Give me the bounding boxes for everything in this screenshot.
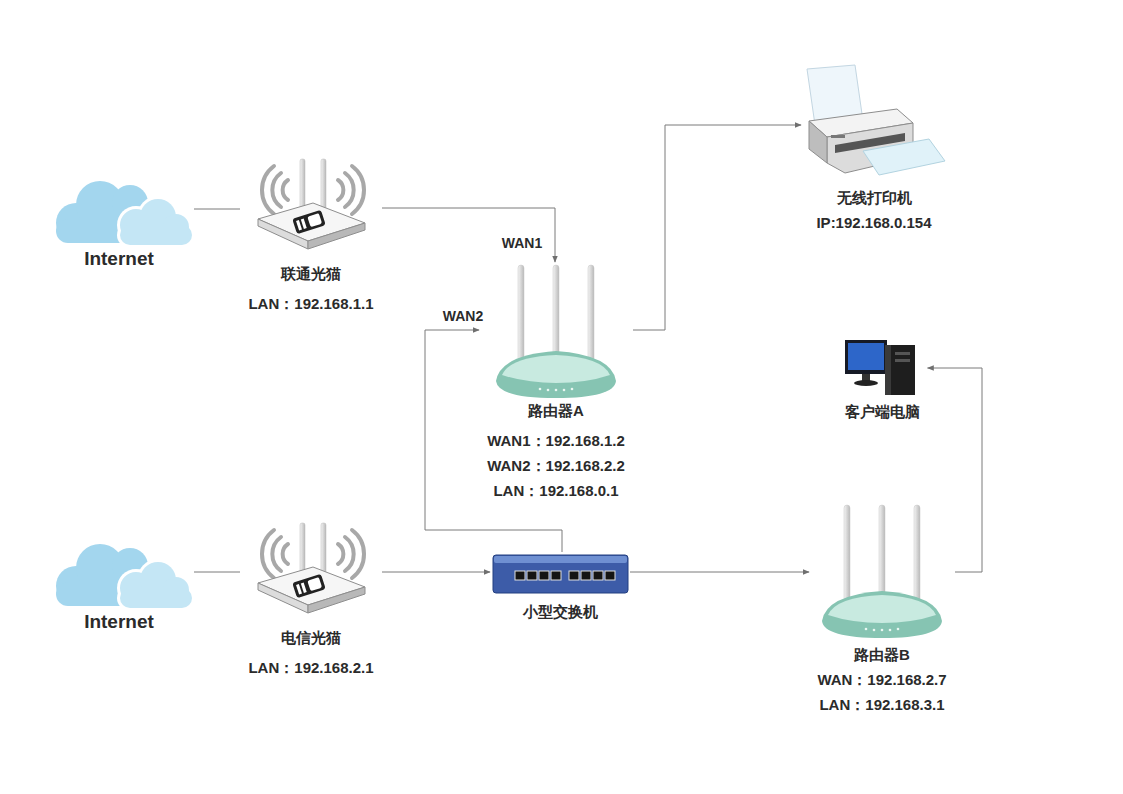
device-name: 无线打印机	[837, 188, 912, 207]
connector-line	[633, 125, 801, 330]
modem-icon	[258, 523, 365, 613]
device-name: 路由器B	[854, 645, 910, 664]
ip-address: LAN：192.168.3.1	[819, 695, 944, 714]
device-name: 路由器A	[528, 401, 584, 420]
printer-node: 无线打印机 IP:192.168.0.154	[801, 62, 947, 236]
computer-node: 客户端电脑	[837, 335, 928, 425]
ip-address: LAN：192.168.0.1	[493, 481, 618, 500]
cloud-icon	[56, 181, 195, 248]
device-name: 电信光猫	[281, 628, 341, 647]
router-node: 路由器A WAN1：192.168.1.2WAN2：192.168.2.2LAN：…	[479, 262, 633, 504]
device-name: 联通光猫	[281, 264, 341, 283]
device-name: 客户端电脑	[845, 402, 920, 421]
switch-icon	[493, 555, 628, 593]
connector-line	[928, 368, 983, 572]
cloud-node: Internet	[44, 535, 194, 637]
cloud-icon	[56, 544, 195, 611]
router-node: 路由器B WAN：192.168.2.7LAN：192.168.3.1	[809, 502, 955, 718]
device-name: Internet	[84, 247, 154, 270]
port-label: WAN2	[441, 308, 485, 324]
ip-address: WAN1：192.168.1.2	[487, 431, 625, 450]
router-icon	[822, 505, 942, 638]
connector-line	[194, 572, 240, 573]
modem-node: 电信光猫 LAN：192.168.2.1	[240, 516, 382, 681]
ip-address: WAN2：192.168.2.2	[487, 456, 625, 475]
modem-node: 联通光猫 LAN：192.168.1.1	[240, 152, 382, 317]
connector-line	[194, 209, 240, 210]
computer-icon	[845, 340, 915, 395]
switch-node: 小型交换机	[490, 552, 630, 625]
ip-address: WAN：192.168.2.7	[817, 670, 946, 689]
ip-address: LAN：192.168.1.1	[248, 294, 373, 313]
ip-address: IP:192.168.0.154	[816, 213, 931, 232]
device-name: Internet	[84, 610, 154, 633]
router-icon	[496, 265, 616, 398]
cloud-node: Internet	[44, 172, 194, 274]
connector-line	[630, 572, 809, 573]
connector-line	[382, 572, 490, 573]
port-label: WAN1	[500, 235, 544, 251]
connector-line	[382, 208, 555, 262]
ip-address: LAN：192.168.2.1	[248, 658, 373, 677]
modem-icon	[258, 159, 365, 249]
printer-icon	[807, 65, 945, 175]
device-name: 小型交换机	[523, 602, 598, 621]
